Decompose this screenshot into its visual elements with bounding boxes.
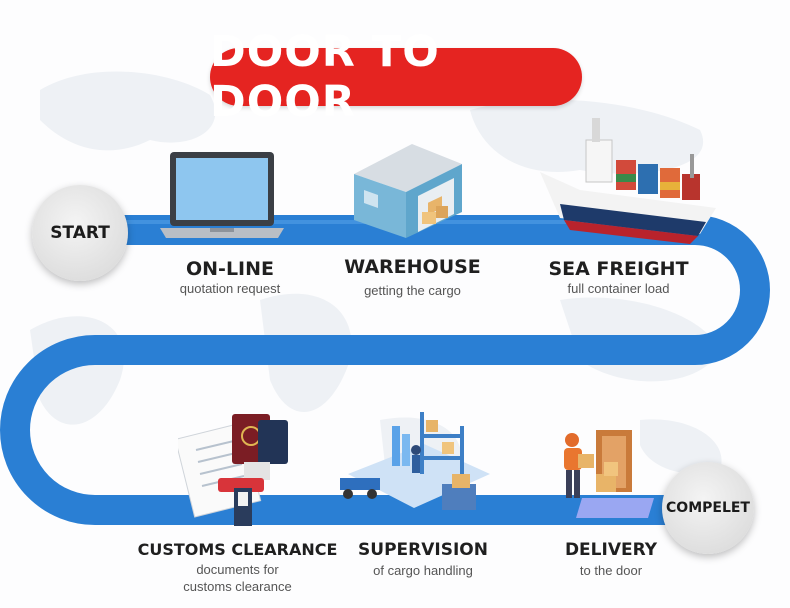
step-sea-freight-subtitle: full container load [567,281,670,296]
step-customs-clearance: CUSTOMS CLEARANCE documents for customs … [135,540,340,595]
warehouse-icon [354,144,462,238]
step-online: ON-LINE quotation request [150,258,310,297]
step-online-subtitle: quotation request [179,281,281,296]
step-customs-title: CUSTOMS CLEARANCE [137,540,338,559]
customs-documents-icon [178,414,288,526]
start-node: START [32,185,128,281]
step-delivery-subtitle: to the door [579,563,643,578]
step-supervision-subtitle: of cargo handling [373,563,473,578]
step-online-title: ON-LINE [186,258,274,280]
step-customs-subtitle: documents for [196,562,279,577]
step-supervision-title: SUPERVISION [358,540,488,560]
step-delivery: DELIVERY to the door [546,540,676,579]
step-sea-freight-title: SEA FREIGHT [548,258,689,280]
laptop-icon [160,152,284,238]
step-supervision: SUPERVISION of cargo handling [348,540,498,579]
cargo-handling-icon [340,412,490,510]
complete-node: COMPELET [662,462,754,554]
page-title: DOOR TO DOOR [210,27,582,127]
delivery-icon [564,430,654,518]
step-warehouse-title: WAREHOUSE [344,256,481,278]
step-sea-freight: SEA FREIGHT full container load [536,258,701,297]
step-warehouse-subtitle: getting the cargo [364,283,461,298]
step-delivery-title: DELIVERY [564,540,658,560]
route-path-line [0,215,770,525]
step-warehouse: WAREHOUSE getting the cargo [330,256,495,299]
cargo-ship-icon [540,118,716,244]
step-customs-subtitle-2: customs clearance [183,579,292,594]
